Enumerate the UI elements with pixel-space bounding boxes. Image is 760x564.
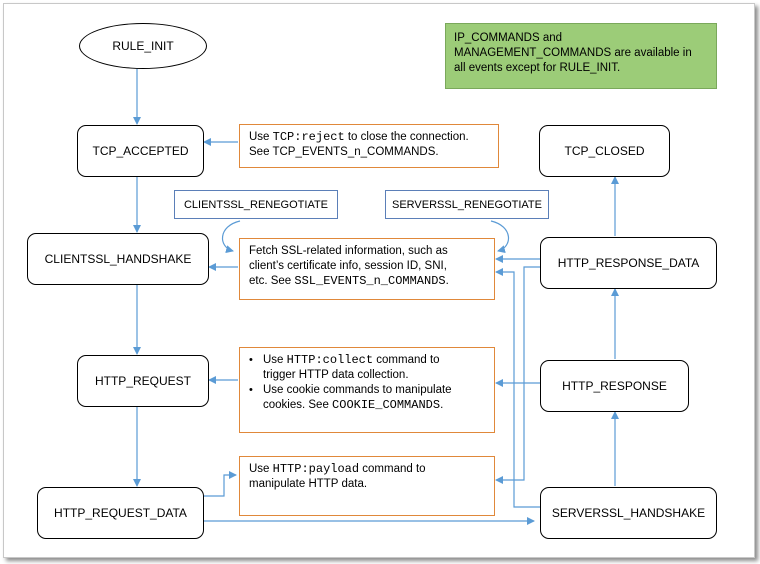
state-tcp-accepted-label: TCP_ACCEPTED bbox=[92, 144, 189, 158]
availability-note-line-1: IP_COMMANDS and bbox=[454, 32, 563, 44]
state-http-request-data-label: HTTP_REQUEST_DATA bbox=[54, 506, 187, 520]
state-tcp-accepted: TCP_ACCEPTED bbox=[77, 125, 204, 177]
note-ssl-info: Fetch SSL-related information, such as c… bbox=[239, 238, 495, 300]
bullet-icon: • bbox=[249, 384, 253, 396]
pointer-request-data-to-payload bbox=[204, 471, 237, 497]
state-http-response-data: HTTP_RESPONSE_DATA bbox=[540, 237, 717, 289]
tag-serverssl-renegotiate: SERVERSSL_RENEGOTIATE bbox=[385, 190, 549, 219]
note-http-bullet-2-line-2: cookies. See COOKIE_COMMANDS. bbox=[263, 398, 444, 412]
note-http-bullet-1: • Use HTTP:collect command to trigger HT… bbox=[249, 353, 485, 383]
note-payload-line-2: manipulate HTTP data. bbox=[249, 478, 368, 490]
state-serverssl-handshake: SERVERSSL_HANDSHAKE bbox=[540, 487, 717, 539]
note-tcp-commands: Use TCP:reject to close the connection. … bbox=[239, 124, 499, 168]
state-tcp-closed: TCP_CLOSED bbox=[539, 125, 670, 177]
state-http-request-data: HTTP_REQUEST_DATA bbox=[37, 487, 204, 539]
note-tcp-line-1: Use TCP:reject to close the connection. bbox=[249, 130, 469, 144]
state-serverssl-handshake-label: SERVERSSL_HANDSHAKE bbox=[551, 506, 706, 520]
state-http-request: HTTP_REQUEST bbox=[77, 355, 209, 407]
note-http-bullet-1-line-2: trigger HTTP data collection. bbox=[263, 369, 409, 381]
note-ssl-line-2: client’s certificate info, session ID, S… bbox=[249, 260, 447, 272]
note-ssl-line-1: Fetch SSL-related information, such as bbox=[249, 245, 448, 257]
diagram-canvas: IP_COMMANDS and MANAGEMENT_COMMANDS are … bbox=[3, 3, 755, 558]
note-http-bullet-2: • Use cookie commands to manipulate cook… bbox=[249, 383, 485, 413]
state-http-request-label: HTTP_REQUEST bbox=[94, 374, 191, 388]
note-http-bullet-1-line-1: Use HTTP:collect command to bbox=[263, 353, 440, 367]
curve-clientssl-renegotiate bbox=[222, 220, 241, 254]
state-http-response: HTTP_RESPONSE bbox=[540, 360, 689, 412]
availability-note: IP_COMMANDS and MANAGEMENT_COMMANDS are … bbox=[445, 23, 717, 89]
note-http-commands: • Use HTTP:collect command to trigger HT… bbox=[239, 347, 495, 433]
tag-serverssl-renegotiate-label: SERVERSSL_RENEGOTIATE bbox=[392, 198, 542, 211]
availability-note-line-2: MANAGEMENT_COMMANDS are available in bbox=[454, 47, 692, 59]
note-tcp-line-2: See TCP_EVENTS_n_COMMANDS. bbox=[249, 146, 439, 158]
state-clientssl-handshake-label: CLIENTSSL_HANDSHAKE bbox=[44, 252, 192, 266]
state-rule-init: RULE_INIT bbox=[79, 23, 207, 69]
state-tcp-closed-label: TCP_CLOSED bbox=[564, 144, 645, 158]
state-http-response-label: HTTP_RESPONSE bbox=[562, 379, 667, 393]
state-clientssl-handshake: CLIENTSSL_HANDSHAKE bbox=[27, 233, 209, 285]
bullet-icon: • bbox=[249, 354, 253, 366]
state-http-response-data-label: HTTP_RESPONSE_DATA bbox=[557, 256, 700, 270]
tag-clientssl-renegotiate: CLIENTSSL_RENEGOTIATE bbox=[174, 190, 338, 219]
pointer-serverssl-to-ssl-note bbox=[495, 268, 540, 508]
connector-layer bbox=[133, 69, 619, 525]
state-rule-init-label: RULE_INIT bbox=[112, 39, 174, 53]
note-ssl-line-3: etc. See SSL_EVENTS_n_COMMANDS. bbox=[249, 274, 449, 288]
curve-serverssl-renegotiate bbox=[490, 220, 509, 254]
note-http-bullet-2-line-1: Use cookie commands to manipulate bbox=[263, 384, 452, 396]
pointer-response-data-to-payload bbox=[495, 266, 540, 484]
note-payload-line-1: Use HTTP:payload command to bbox=[249, 462, 426, 476]
note-http-payload: Use HTTP:payload command to manipulate H… bbox=[239, 456, 495, 516]
availability-note-line-3: all events except for RULE_INIT. bbox=[454, 62, 621, 74]
tag-clientssl-renegotiate-label: CLIENTSSL_RENEGOTIATE bbox=[183, 198, 329, 211]
